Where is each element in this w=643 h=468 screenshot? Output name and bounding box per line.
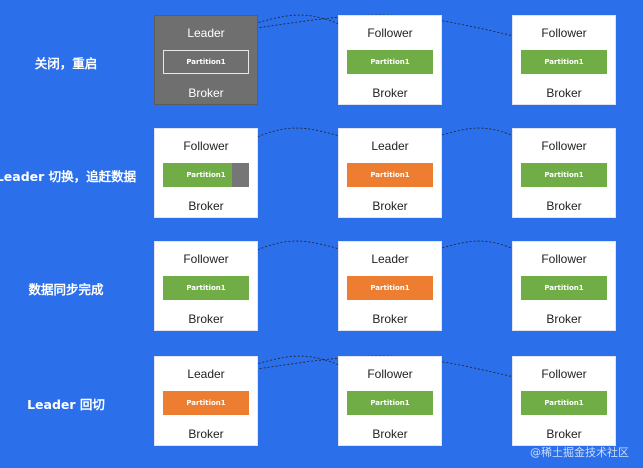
partition-label: Partition1 <box>544 399 584 407</box>
broker-name: Broker <box>546 312 582 326</box>
partition-replica: Partition1 <box>163 50 249 74</box>
partition-replica: Partition1 <box>347 50 433 74</box>
partition-label: Partition1 <box>186 284 226 292</box>
step-label: Leader 回切 <box>27 397 105 412</box>
partition-replica: Partition1 <box>521 163 607 187</box>
broker-name: Broker <box>372 199 408 213</box>
replica-sync-fill <box>347 276 433 300</box>
replica-sync-fill <box>347 50 433 74</box>
partition-replica: Partition1 <box>163 391 249 415</box>
partition-label: Partition1 <box>544 58 584 66</box>
partition-replica: Partition1 <box>163 276 249 300</box>
follower-role-label: Follower <box>183 139 229 153</box>
replica-sync-fill <box>163 163 232 187</box>
leader-role-label: Leader <box>371 139 409 153</box>
leader-role-label: Leader <box>371 252 409 266</box>
replica-sync-fill <box>521 163 607 187</box>
partition-label: Partition1 <box>370 58 410 66</box>
broker-name: Broker <box>372 427 408 441</box>
broker-name: Broker <box>546 427 582 441</box>
broker-name: Broker <box>188 199 224 213</box>
leader-role-label: Leader <box>187 367 225 381</box>
partition-label: Partition1 <box>186 171 226 179</box>
broker-name: Broker <box>188 312 224 326</box>
broker-name: Broker <box>546 86 582 100</box>
step-label: 数据同步完成 <box>28 282 104 297</box>
broker-name: Broker <box>188 86 224 100</box>
partition-label: Partition1 <box>370 399 410 407</box>
broker-name: Broker <box>546 199 582 213</box>
replica-sync-fill <box>521 391 607 415</box>
partition-label: Partition1 <box>186 58 226 66</box>
partition-label: Partition1 <box>186 399 226 407</box>
partition-replica: Partition1 <box>521 391 607 415</box>
partition-replica: Partition1 <box>347 276 433 300</box>
partition-label: Partition1 <box>370 284 410 292</box>
replica-sync-fill <box>521 50 607 74</box>
broker-name: Broker <box>188 427 224 441</box>
follower-role-label: Follower <box>541 367 587 381</box>
replica-sync-fill <box>347 163 433 187</box>
partition-replica: Partition1 <box>347 391 433 415</box>
step-label: Leader 切换，追赶数据 <box>0 169 137 184</box>
replica-sync-fill <box>347 391 433 415</box>
follower-role-label: Follower <box>367 26 413 40</box>
partition-label: Partition1 <box>370 171 410 179</box>
watermark: @稀土掘金技术社区 <box>530 446 629 459</box>
replica-sync-fill <box>163 276 249 300</box>
follower-role-label: Follower <box>541 139 587 153</box>
partition-replica: Partition1 <box>521 276 607 300</box>
partition-replica: Partition1 <box>163 163 249 187</box>
follower-role-label: Follower <box>541 26 587 40</box>
broker-name: Broker <box>372 86 408 100</box>
partition-label: Partition1 <box>544 171 584 179</box>
follower-role-label: Follower <box>541 252 587 266</box>
leader-role-label: Leader <box>187 26 225 40</box>
replica-sync-fill <box>163 391 249 415</box>
replica-sync-fill <box>521 276 607 300</box>
partition-replica: Partition1 <box>347 163 433 187</box>
broker-name: Broker <box>372 312 408 326</box>
follower-role-label: Follower <box>367 367 413 381</box>
follower-role-label: Follower <box>183 252 229 266</box>
partition-replica: Partition1 <box>521 50 607 74</box>
partition-label: Partition1 <box>544 284 584 292</box>
step-label: 关闭，重启 <box>34 56 98 71</box>
